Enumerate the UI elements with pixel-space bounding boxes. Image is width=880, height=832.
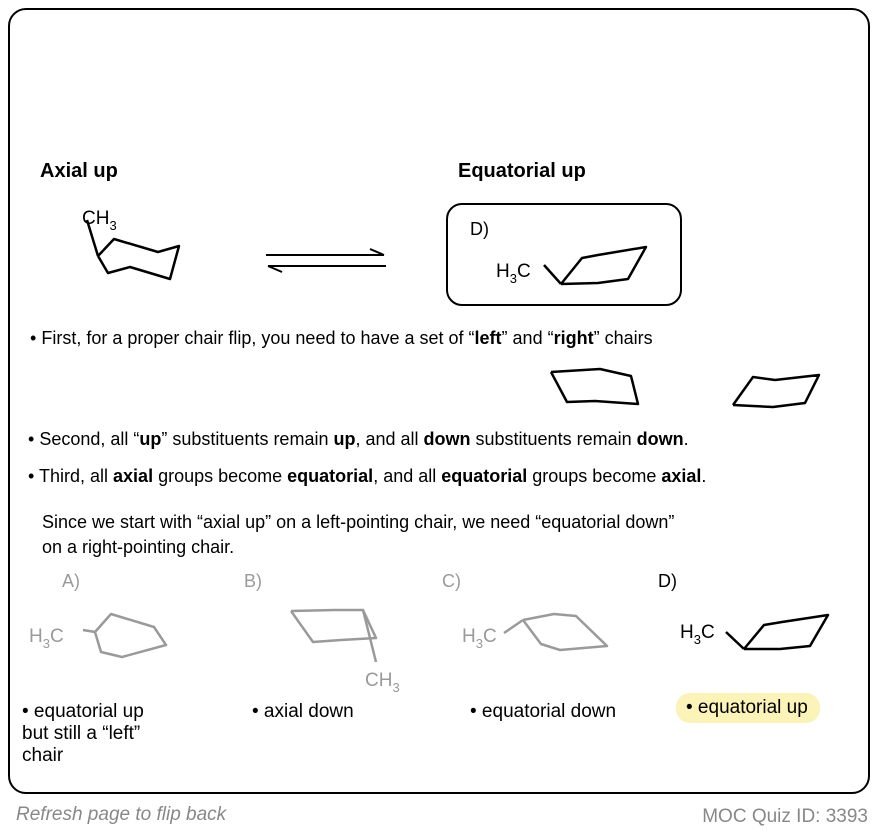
chair-axial-up: CH3: [82, 208, 181, 281]
ch3-label: CH3: [82, 208, 117, 233]
chair-left-example: [549, 367, 640, 406]
refresh-hint[interactable]: Refresh page to flip back: [16, 804, 227, 825]
option-a-label: A): [62, 571, 80, 591]
option-d-label: D): [658, 571, 677, 591]
bullet-first: • First, for a proper chair flip, you ne…: [30, 328, 653, 348]
option-c-label: C): [442, 571, 461, 591]
axial-up-header: Axial up: [40, 160, 118, 182]
chair-option-d: H3C: [680, 613, 830, 651]
answer-box: [446, 203, 682, 306]
option-b-caption: • axial down: [252, 701, 354, 722]
chair-option-b: CH3: [289, 608, 400, 695]
option-d-caption-highlighted: • equatorial up: [676, 693, 820, 723]
chair-equatorial-up-answer: H3C: [496, 245, 648, 286]
chair-right-example: [731, 373, 821, 409]
option-c-caption: • equatorial down: [470, 701, 617, 722]
chair-option-a: H3C: [29, 612, 168, 659]
quiz-card: [8, 8, 870, 794]
answer-box-label: D): [470, 219, 489, 239]
option-d-h3c: H3C: [680, 622, 715, 647]
bullet-third: • Third, all axial groups become equator…: [28, 466, 707, 486]
option-b-ch3: CH3: [365, 670, 400, 695]
equatorial-up-header: Equatorial up: [458, 160, 586, 182]
option-c-h3c: H3C: [462, 626, 497, 651]
quiz-id: MOC Quiz ID: 3393: [702, 806, 868, 827]
h3c-label: H3C: [496, 261, 531, 286]
bullet-second: • Second, all “up” substituents remain u…: [28, 429, 689, 449]
option-b-label: B): [244, 571, 262, 591]
option-a-caption: • equatorial up but still a “left” chair: [22, 701, 144, 766]
equilibrium-arrows: [266, 248, 386, 273]
chair-option-c: H3C: [462, 612, 609, 652]
option-a-h3c: H3C: [29, 626, 64, 651]
explanation: Since we start with “axial up” on a left…: [42, 512, 675, 557]
